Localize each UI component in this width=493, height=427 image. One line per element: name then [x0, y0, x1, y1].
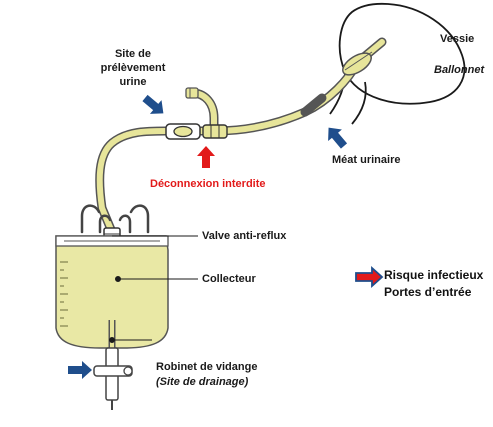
side-port-branch — [185, 87, 219, 136]
leader-lines — [109, 235, 198, 343]
label-urinary-meatus: Méat urinaire — [332, 154, 401, 166]
drain-tap — [93, 347, 133, 410]
collection-bag — [55, 235, 169, 349]
legend-arrow-icon — [355, 265, 384, 289]
label-drain-tap: Robinet de vidange — [156, 361, 258, 373]
legend-entry-points: Portes d’entrée — [384, 285, 472, 299]
label-sampling-site-line1: Site de — [114, 48, 152, 60]
label-anti-reflux-valve: Valve anti-reflux — [202, 230, 287, 242]
balloon — [342, 51, 373, 76]
graduation-scale — [60, 261, 68, 327]
label-sampling-site: Site de prélèvement urine — [96, 47, 170, 89]
label-disconnection-forbidden: Déconnexion interdite — [150, 178, 266, 190]
label-drainage-site: (Site de drainage) — [156, 376, 249, 388]
label-sampling-site-line3: urine — [119, 76, 147, 88]
label-sampling-site-line2: prélèvement — [100, 62, 166, 74]
blue-arrow-drain-tap — [68, 361, 92, 379]
leader-tap-dot — [109, 337, 115, 343]
label-vessie: Vessie — [440, 33, 475, 45]
blue-arrow-urinary-meatus — [328, 127, 348, 149]
red-arrow-disconnection — [197, 146, 215, 168]
blue-arrow-sampling-site — [142, 94, 164, 114]
leader-collector-dot — [115, 276, 121, 282]
legend-infection-risk: Risque infectieux — [384, 268, 484, 282]
sampling-connector — [165, 123, 228, 140]
label-collector: Collecteur — [202, 273, 256, 285]
label-ballonnet: Ballonnet — [434, 64, 485, 76]
bag-hooks — [80, 204, 150, 234]
